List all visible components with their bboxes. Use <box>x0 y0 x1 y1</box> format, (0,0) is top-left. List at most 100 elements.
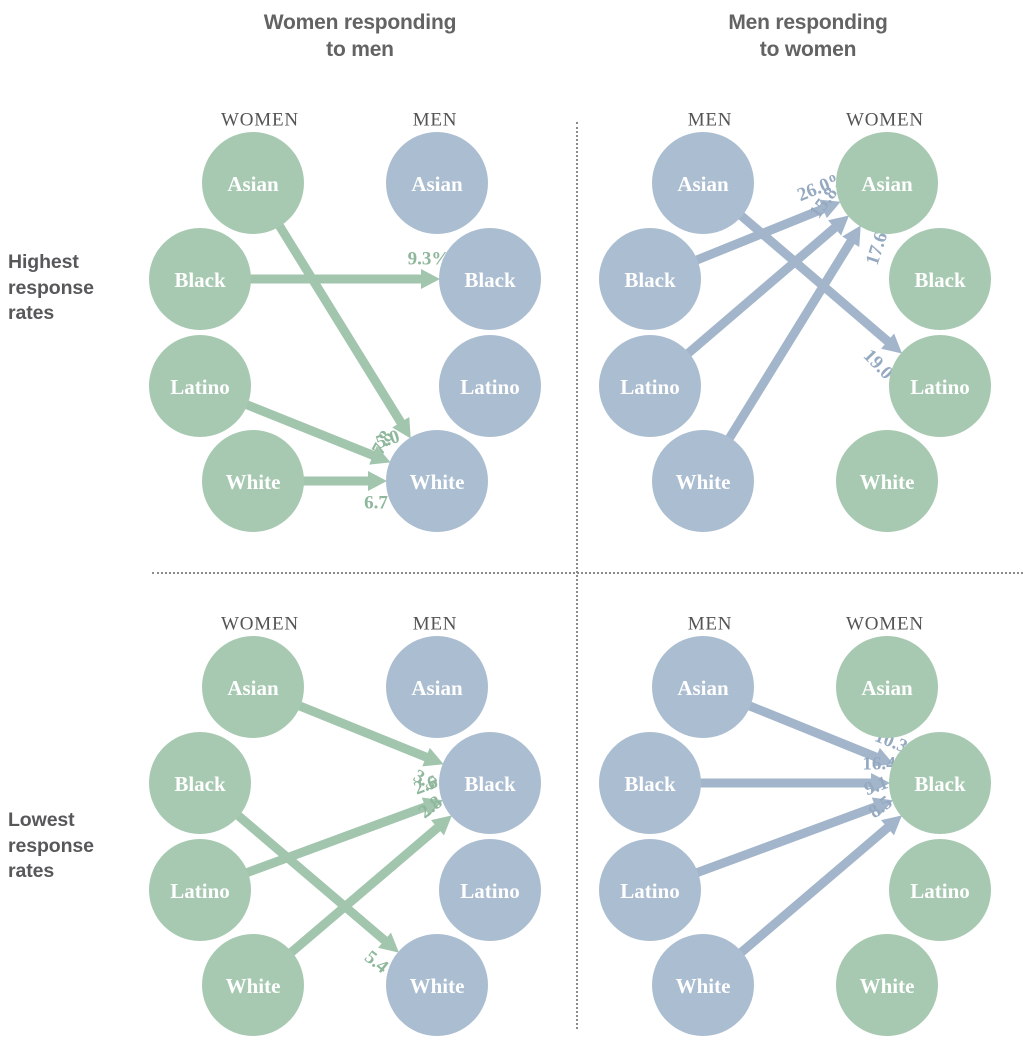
node-left-asian[interactable]: Asian <box>652 636 754 738</box>
node-circle[interactable] <box>652 132 754 234</box>
node-circle[interactable] <box>836 430 938 532</box>
node-left-asian[interactable]: Asian <box>652 132 754 234</box>
node-right-white[interactable]: White <box>386 934 488 1036</box>
edge-arrowhead <box>871 773 890 793</box>
node-left-black[interactable]: Black <box>149 732 251 834</box>
node-circle[interactable] <box>889 839 991 941</box>
node-circle[interactable] <box>386 132 488 234</box>
node-right-black[interactable]: Black <box>439 228 541 330</box>
group-label-left: MEN <box>688 614 733 635</box>
edge-arrowhead <box>369 446 391 465</box>
edge-arrowhead <box>377 932 399 953</box>
node-circle[interactable] <box>652 636 754 738</box>
edge-arrowhead <box>368 471 387 491</box>
node-right-white[interactable]: White <box>836 934 938 1036</box>
node-label: Black <box>464 772 516 796</box>
node-right-white[interactable]: White <box>836 430 938 532</box>
node-label: White <box>410 974 465 998</box>
edge-arrowhead <box>819 199 841 219</box>
node-label: Latino <box>620 375 680 399</box>
node-circle[interactable] <box>202 934 304 1036</box>
node-circle[interactable] <box>202 636 304 738</box>
node-circle[interactable] <box>202 132 304 234</box>
node-circle[interactable] <box>386 934 488 1036</box>
node-right-latino[interactable]: Latino <box>889 839 991 941</box>
node-circle[interactable] <box>149 335 251 437</box>
horizontal-divider <box>152 572 1023 574</box>
node-right-asian[interactable]: Asian <box>836 132 938 234</box>
edge-top-left-white-to-white: 6.7 <box>302 471 388 514</box>
edge-shaft <box>724 237 856 442</box>
node-label: Asian <box>227 172 279 196</box>
node-circle[interactable] <box>439 839 541 941</box>
node-left-black[interactable]: Black <box>149 228 251 330</box>
column-title-line-1: Women responding <box>263 11 457 34</box>
node-right-asian[interactable]: Asian <box>836 636 938 738</box>
node-circle[interactable] <box>386 636 488 738</box>
node-circle[interactable] <box>889 732 991 834</box>
node-circle[interactable] <box>889 228 991 330</box>
node-circle[interactable] <box>599 335 701 437</box>
group-label-left: WOMEN <box>221 110 299 131</box>
node-right-latino[interactable]: Latino <box>889 335 991 437</box>
node-circle[interactable] <box>149 732 251 834</box>
node-right-latino[interactable]: Latino <box>439 839 541 941</box>
node-circle[interactable] <box>149 228 251 330</box>
edge-value-label: 9.3% <box>408 249 451 270</box>
node-left-latino[interactable]: Latino <box>599 335 701 437</box>
node-circle[interactable] <box>439 228 541 330</box>
node-label: Latino <box>170 879 230 903</box>
node-circle[interactable] <box>836 132 938 234</box>
edge-top-left-black-to-black: 9.3% <box>249 249 451 289</box>
node-circle[interactable] <box>836 636 938 738</box>
node-label: Black <box>464 268 516 292</box>
group-label-right: WOMEN <box>846 614 924 635</box>
node-left-latino[interactable]: Latino <box>599 839 701 941</box>
node-left-latino[interactable]: Latino <box>149 335 251 437</box>
row-label-line-1: Lowest <box>8 809 75 831</box>
edge-shaft <box>737 823 892 957</box>
node-circle[interactable] <box>599 732 701 834</box>
node-circle[interactable] <box>889 335 991 437</box>
node-left-black[interactable]: Black <box>599 228 701 330</box>
edge-shaft <box>274 222 406 427</box>
edge-bottom-left-latino-to-black: 2.6 <box>244 771 444 878</box>
node-left-white[interactable]: White <box>652 430 754 532</box>
node-circle[interactable] <box>652 430 754 532</box>
node-left-white[interactable]: White <box>652 934 754 1036</box>
node-right-white[interactable]: White <box>386 430 488 532</box>
node-label: Black <box>624 772 676 796</box>
node-right-black[interactable]: Black <box>889 732 991 834</box>
node-label: Asian <box>227 676 279 700</box>
node-right-asian[interactable]: Asian <box>386 132 488 234</box>
node-circle[interactable] <box>149 839 251 941</box>
node-left-latino[interactable]: Latino <box>149 839 251 941</box>
node-circle[interactable] <box>599 228 701 330</box>
column-title-line-1: Men responding <box>728 11 888 34</box>
node-right-black[interactable]: Black <box>889 228 991 330</box>
node-left-white[interactable]: White <box>202 430 304 532</box>
node-right-black[interactable]: Black <box>439 732 541 834</box>
node-label: Asian <box>411 676 463 700</box>
node-label: Latino <box>460 879 520 903</box>
node-circle[interactable] <box>652 934 754 1036</box>
node-circle[interactable] <box>439 335 541 437</box>
node-label: White <box>410 470 465 494</box>
node-circle[interactable] <box>599 839 701 941</box>
node-left-black[interactable]: Black <box>599 732 701 834</box>
node-left-asian[interactable]: Asian <box>202 132 304 234</box>
row-label-line-2: response <box>8 276 94 299</box>
node-label: Black <box>174 772 226 796</box>
edge-arrowhead <box>422 747 444 767</box>
node-left-white[interactable]: White <box>202 934 304 1036</box>
node-circle[interactable] <box>836 934 938 1036</box>
node-left-asian[interactable]: Asian <box>202 636 304 738</box>
node-circle[interactable] <box>202 430 304 532</box>
node-right-asian[interactable]: Asian <box>386 636 488 738</box>
column-title-line-2: to women <box>759 37 857 61</box>
node-circle[interactable] <box>386 430 488 532</box>
node-circle[interactable] <box>439 732 541 834</box>
node-right-latino[interactable]: Latino <box>439 335 541 437</box>
